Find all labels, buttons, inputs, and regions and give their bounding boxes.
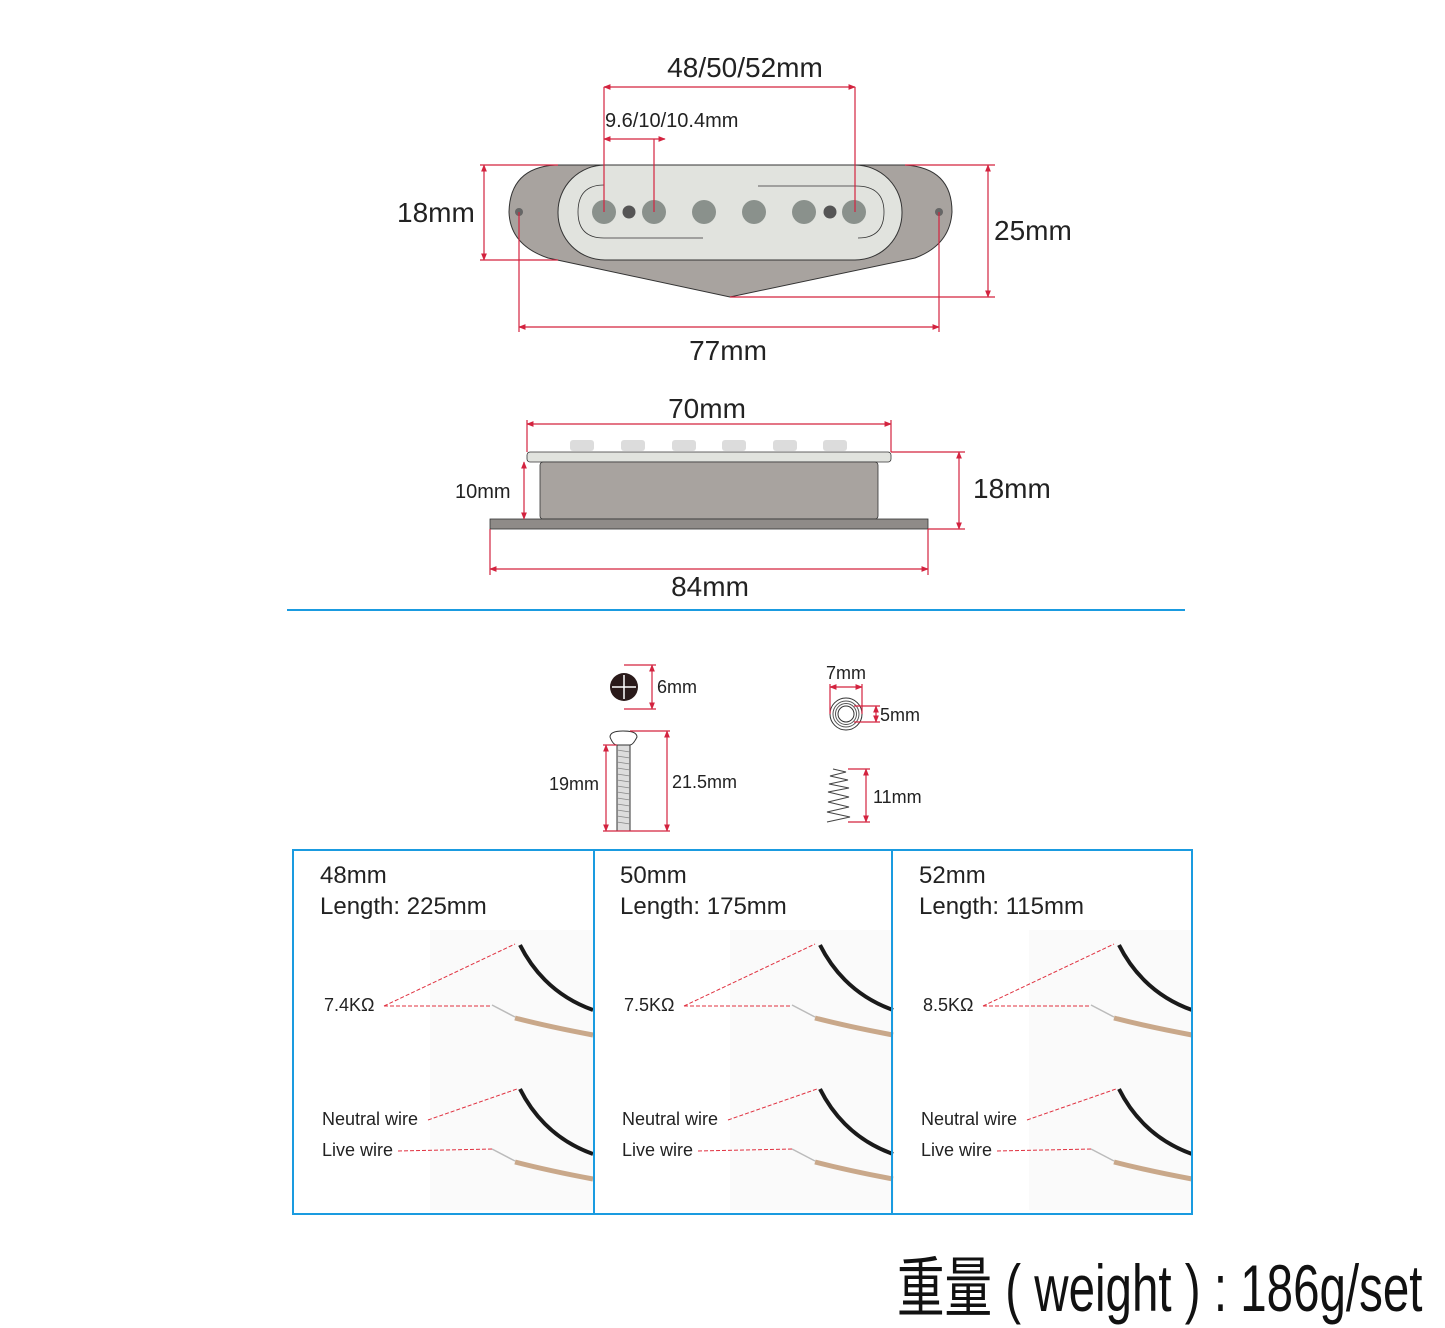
pickup-side-view: 70mm 10mm 18mm 84mm [455,393,1051,602]
dim-body-height: 10mm [455,481,511,503]
tan-wire-icon [814,1159,894,1182]
dim-screw-total: 21.5mm [672,772,737,792]
bare-wire-icon [491,1148,516,1162]
bare-wire-icon [1090,1148,1115,1162]
variant-length: Length: 115mm [919,893,1084,920]
pickup-top-view: 48/50/52mm 9.6/10/10.4mm 18mm 25mm 77mm [397,52,1072,366]
pole-pieces [592,200,866,224]
tan-wire-icon [1113,1015,1193,1038]
dim-tube-inner: 5mm [880,705,920,725]
screw-head-icon [610,673,638,701]
dim-mount-distance: 77mm [689,335,767,366]
hardware: 6mm 19mm 21.5mm 7mm 5mm 11mm [549,663,922,832]
spring-icon [826,768,851,823]
dim-side-total-height: 18mm [973,473,1051,504]
live-wire-label: Live wire [622,1140,693,1160]
tube-icon [829,697,863,731]
dim-total-height: 25mm [994,215,1072,246]
dim-screw-head: 6mm [657,677,697,697]
dim-screw-thread: 19mm [549,774,599,794]
tan-wire-icon [1113,1159,1193,1182]
bare-wire-icon [491,1004,516,1018]
leader-line [996,1088,1117,1152]
weight-label: 重量 ( weight ) : 186g/set [897,1252,1423,1325]
variant-size: 50mm [620,862,687,889]
bare-wire-icon [1090,1004,1115,1018]
screw-icon [609,730,638,832]
neutral-wire-label: Neutral wire [622,1109,718,1129]
black-wire-icon [518,1088,594,1156]
neutral-wire-label: Neutral wire [322,1109,418,1129]
variant-size: 52mm [919,862,986,889]
variant-length: Length: 175mm [620,893,787,920]
tan-wire-icon [514,1015,594,1038]
leader-line [397,1088,518,1152]
neutral-wire-label: Neutral wire [921,1109,1017,1129]
black-wire-icon [818,1088,894,1156]
bare-wire-icon [791,1004,816,1018]
variant-resistance: 7.4KΩ [324,995,374,1015]
leader-line [697,1088,818,1152]
variant-length: Length: 225mm [320,893,487,920]
variant-resistance: 7.5KΩ [624,995,674,1015]
dim-tube-outer: 7mm [826,663,866,683]
dim-cover-height: 18mm [397,197,475,228]
tan-wire-icon [814,1015,894,1038]
live-wire-label: Live wire [322,1140,393,1160]
leader-line [383,943,516,1007]
black-wire-icon [518,944,594,1012]
variant-resistance: 8.5KΩ [923,995,973,1015]
dim-cover-length: 70mm [668,393,746,424]
leader-line [683,943,816,1007]
live-wire-label: Live wire [921,1140,992,1160]
black-wire-icon [818,944,894,1012]
leader-line [982,943,1115,1007]
black-wire-icon [1117,1088,1193,1156]
tan-wire-icon [514,1159,594,1182]
black-wire-icon [1117,944,1193,1012]
dim-pole-spacing-total: 48/50/52mm [667,52,823,83]
dim-spring-length: 11mm [873,787,922,807]
variant-size: 48mm [320,862,387,889]
dim-base-length: 84mm [671,571,749,602]
bare-wire-icon [791,1148,816,1162]
dim-pole-spacing-single: 9.6/10/10.4mm [605,110,738,132]
